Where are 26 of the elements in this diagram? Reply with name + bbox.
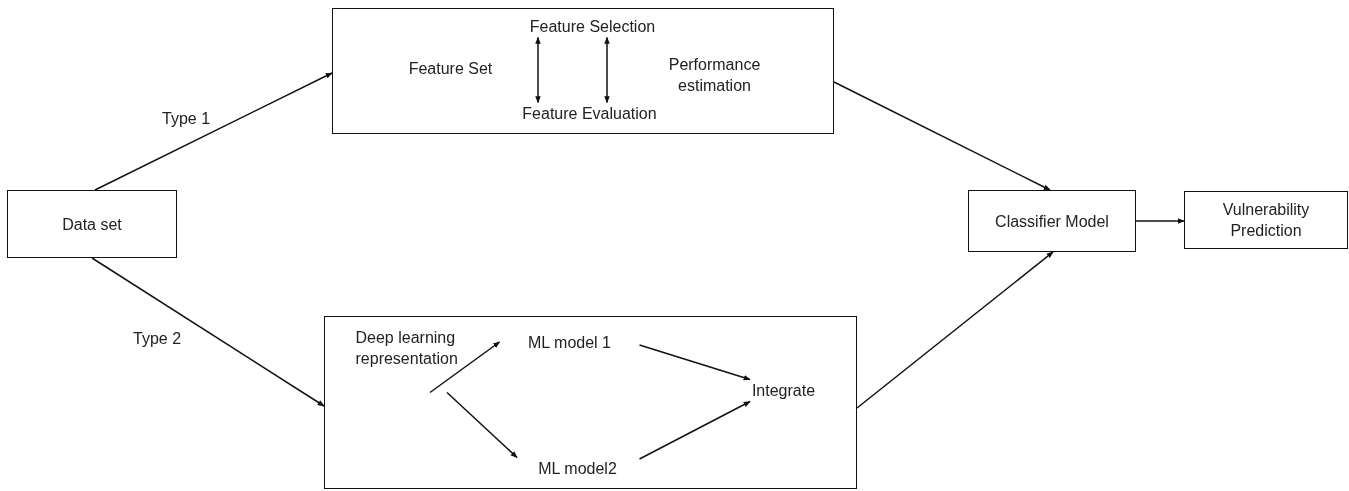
process-box <box>324 316 857 489</box>
arrow <box>833 81 1051 191</box>
text-label: ML model 1 <box>499 331 640 354</box>
arrow <box>91 257 325 407</box>
edge-label: Type 1 <box>162 110 211 128</box>
process-box <box>332 8 834 134</box>
text-label: Integrate <box>733 379 834 402</box>
arrow <box>429 341 501 394</box>
text-label: Performance estimation <box>639 53 790 98</box>
text-label: Feature Set <box>387 57 514 80</box>
arrow <box>1135 218 1185 224</box>
text-label: Feature Selection <box>489 15 696 38</box>
double-arrow <box>535 36 541 104</box>
arrow <box>638 344 751 381</box>
text-label: ML model2 <box>515 457 640 480</box>
edge-label: Type 2 <box>133 330 182 348</box>
output-box: Vulnerability Prediction <box>1184 191 1348 249</box>
double-arrow <box>604 36 610 104</box>
input-box: Data set <box>7 190 177 258</box>
process-box: Classifier Model <box>968 190 1136 252</box>
arrow <box>446 391 518 459</box>
arrow <box>94 72 333 191</box>
text-label: Feature Evaluation <box>489 102 690 125</box>
arrow <box>856 251 1054 409</box>
arrow <box>638 400 751 460</box>
text-label: Deep learning representation <box>355 326 488 393</box>
